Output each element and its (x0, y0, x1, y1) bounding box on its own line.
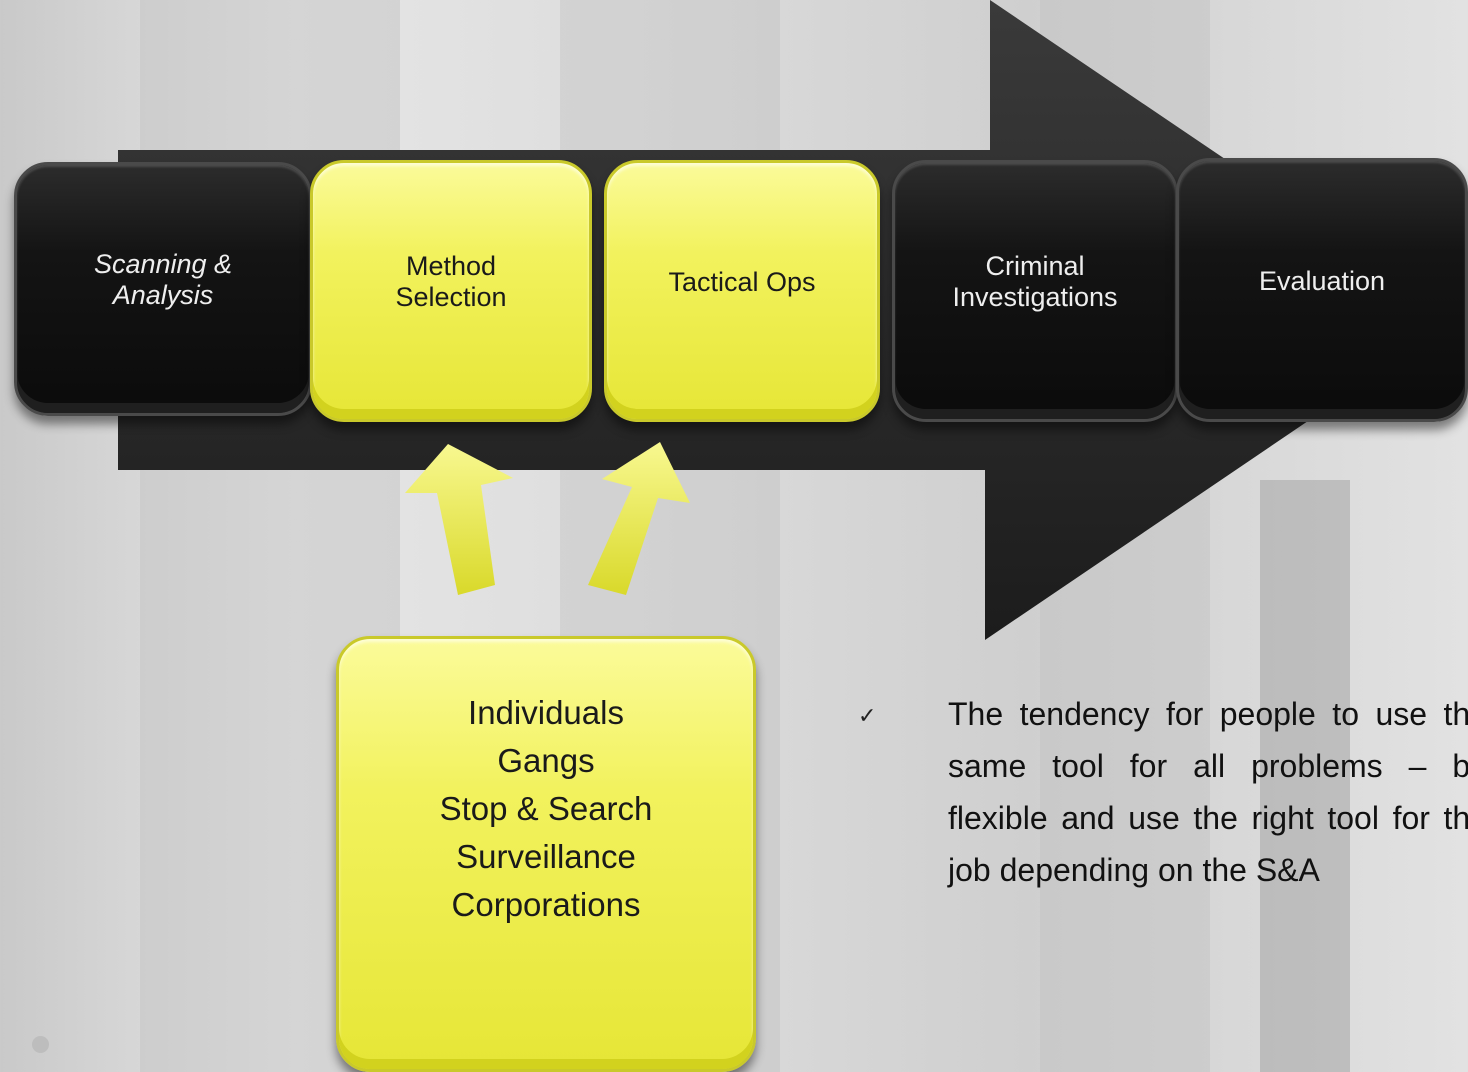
callout-text: The tendency for people to use the same … (948, 696, 1468, 888)
up-arrow-method (405, 444, 513, 595)
option-item: Corporations (451, 886, 641, 923)
option-item: Stop & Search (439, 790, 653, 827)
option-item: Gangs (497, 742, 595, 779)
stage-label: Tactical Ops (668, 266, 816, 297)
option-item: Individuals (468, 694, 624, 731)
stage-evaluation: Evaluation (1176, 158, 1468, 422)
stage-scanning-analysis: Scanning & Analysis (14, 162, 312, 416)
option-item: Surveillance (456, 838, 636, 875)
slide-dot-icon (32, 1036, 49, 1053)
checkmark-icon: ✓ (858, 704, 877, 729)
stage-label: Method Selection (395, 251, 507, 312)
stage-method-selection: Method Selection (310, 160, 592, 422)
up-arrow-tactical (588, 442, 690, 595)
stage-label: Scanning & Analysis (93, 249, 233, 310)
stage-criminal-investigations: Criminal Investigations (892, 160, 1178, 422)
stage-tactical-ops: Tactical Ops (604, 160, 880, 422)
stage-label: Evaluation (1258, 265, 1386, 296)
stage-label: Criminal Investigations (952, 251, 1118, 312)
tactic-options-box: Individuals Gangs Stop & Search Surveill… (336, 636, 756, 1072)
